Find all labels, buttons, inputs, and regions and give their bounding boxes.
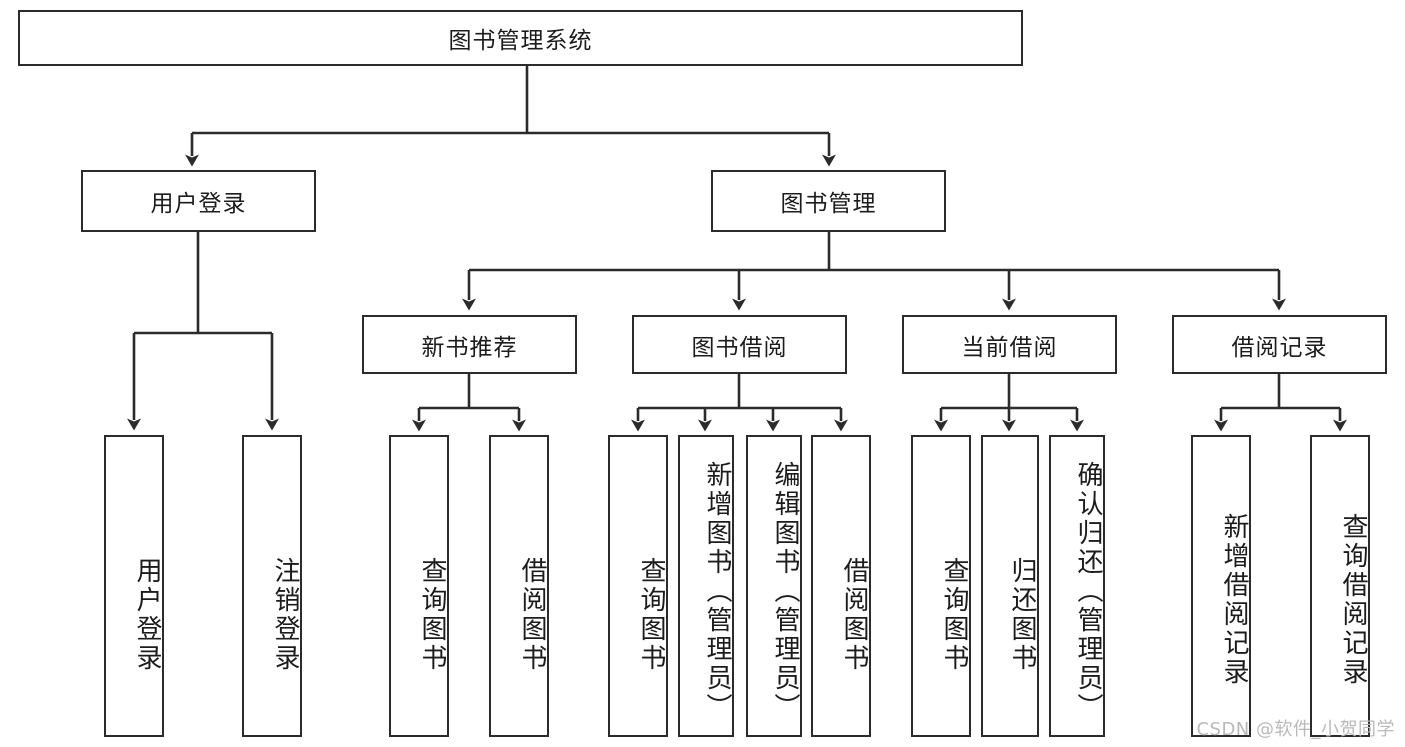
node-root-label: 图书管理系统 xyxy=(448,28,593,54)
leaf-user-login[interactable]: 用户登录 xyxy=(104,435,164,737)
leaf-record-query[interactable]: 查询借阅记录 xyxy=(1310,435,1370,737)
leaf-current-confirm-return-label: 确认归还（管理员） xyxy=(1073,460,1103,722)
leaf-current-query-book[interactable]: 查询图书 xyxy=(911,435,971,737)
leaf-current-query-book-label: 查询图书 xyxy=(939,557,969,673)
leaf-borrow-borrow-book-label: 借阅图书 xyxy=(839,557,869,673)
node-book-borrow[interactable]: 图书借阅 xyxy=(632,315,847,374)
leaf-borrow-add-book[interactable]: 新增图书（管理员） xyxy=(678,435,734,737)
leaf-borrow-query-book[interactable]: 查询图书 xyxy=(608,435,668,737)
node-book-management-label: 图书管理 xyxy=(780,191,877,217)
leaf-recommend-query-book[interactable]: 查询图书 xyxy=(389,435,449,737)
node-new-book-recommend-label: 新书推荐 xyxy=(421,334,518,361)
leaf-recommend-query-book-label: 查询图书 xyxy=(417,557,447,673)
leaf-record-query-label: 查询借阅记录 xyxy=(1338,513,1368,687)
leaf-current-return-book-label: 归还图书 xyxy=(1007,557,1037,673)
node-borrow-record[interactable]: 借阅记录 xyxy=(1172,315,1387,374)
leaf-record-add[interactable]: 新增借阅记录 xyxy=(1191,435,1251,737)
leaf-current-confirm-return[interactable]: 确认归还（管理员） xyxy=(1049,435,1105,737)
leaf-borrow-borrow-book[interactable]: 借阅图书 xyxy=(811,435,871,737)
leaf-user-logout-label: 注销登录 xyxy=(270,557,300,673)
node-current-borrow[interactable]: 当前借阅 xyxy=(902,315,1117,374)
node-borrow-record-label: 借阅记录 xyxy=(1231,334,1328,361)
leaf-current-return-book[interactable]: 归还图书 xyxy=(981,435,1039,737)
leaf-user-logout[interactable]: 注销登录 xyxy=(242,435,302,737)
node-user-login[interactable]: 用户登录 xyxy=(81,170,316,232)
leaf-borrow-edit-book[interactable]: 编辑图书（管理员） xyxy=(746,435,802,737)
node-root[interactable]: 图书管理系统 xyxy=(18,10,1023,66)
leaf-recommend-borrow-book-label: 借阅图书 xyxy=(517,557,547,673)
leaf-recommend-borrow-book[interactable]: 借阅图书 xyxy=(489,435,549,737)
node-book-borrow-label: 图书借阅 xyxy=(691,334,788,361)
node-current-borrow-label: 当前借阅 xyxy=(961,334,1058,361)
leaf-user-login-label: 用户登录 xyxy=(132,557,162,673)
node-new-book-recommend[interactable]: 新书推荐 xyxy=(362,315,577,374)
leaf-record-add-label: 新增借阅记录 xyxy=(1219,513,1249,687)
leaf-borrow-add-book-label: 新增图书（管理员） xyxy=(702,460,732,722)
node-book-management[interactable]: 图书管理 xyxy=(711,170,946,232)
leaf-borrow-query-book-label: 查询图书 xyxy=(636,557,666,673)
leaf-borrow-edit-book-label: 编辑图书（管理员） xyxy=(770,460,800,722)
node-user-login-label: 用户登录 xyxy=(150,191,247,217)
